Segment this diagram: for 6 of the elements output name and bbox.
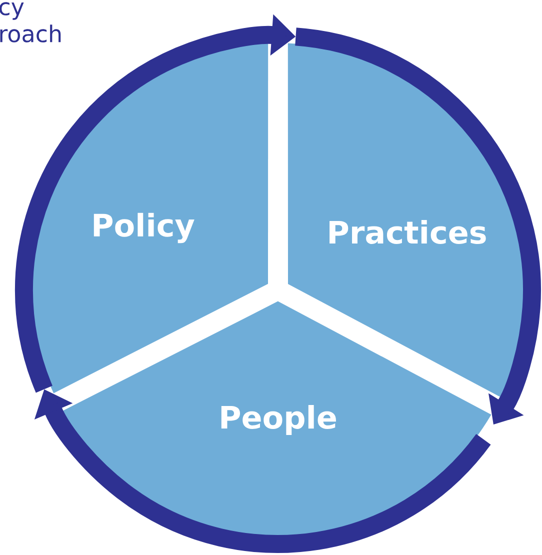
node-label: People <box>221 404 336 435</box>
sector: People <box>62 301 492 537</box>
node-label: Practices <box>330 220 486 244</box>
node-label: Policy <box>94 212 194 244</box>
sector: Policy <box>31 43 268 394</box>
sector: Practices <box>288 43 525 398</box>
